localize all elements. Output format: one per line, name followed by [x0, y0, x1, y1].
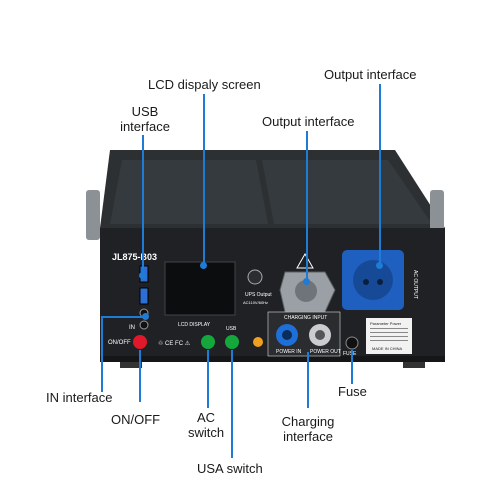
svg-text:POWER OUT: POWER OUT: [310, 349, 341, 355]
callout-usa-switch: USA switch: [197, 461, 263, 476]
callout-lcd-screen: LCD dispaly screen: [148, 77, 261, 92]
svg-text:ON/OFF: ON/OFF: [108, 340, 131, 346]
svg-text:CHARGING INPUT: CHARGING INPUT: [284, 315, 327, 321]
callout-ac-switch: AC switch: [187, 410, 225, 440]
svg-text:UPS Output: UPS Output: [245, 292, 272, 298]
callout-onoff: ON/OFF: [111, 412, 161, 427]
svg-text:Parameter Power: Parameter Power: [370, 321, 402, 326]
callout-charging-interface: Charging interface: [281, 414, 335, 444]
cert-marks: ♲ CE FC ⚠: [158, 340, 191, 347]
usa-switch-button[interactable]: [225, 335, 239, 349]
fuse-holder[interactable]: [345, 336, 359, 350]
lcd-screen: [164, 261, 236, 316]
svg-text:POWER IN: POWER IN: [276, 349, 302, 355]
right-handle: [430, 190, 444, 240]
callout-output-interface-connector: Output interface: [262, 114, 355, 129]
svg-text:MADE IN CHINA: MADE IN CHINA: [372, 346, 403, 351]
callout-output-interface-socket: Output interface: [324, 67, 417, 82]
callout-in-interface: IN interface: [46, 390, 113, 405]
svg-text:AC110V/60Hz: AC110V/60Hz: [243, 300, 268, 305]
model-label: JL875-B03: [112, 252, 157, 262]
callout-fuse: Fuse: [338, 384, 367, 399]
left-handle: [86, 190, 100, 240]
ac-switch-button[interactable]: [201, 335, 215, 349]
in-label: IN: [129, 325, 135, 331]
callout-usb-interface: USB interface: [120, 104, 170, 134]
svg-text:AC OUTPUT: AC OUTPUT: [412, 270, 418, 299]
usb-port-2[interactable]: [139, 287, 149, 305]
onoff-button[interactable]: [133, 335, 147, 349]
warning-icon: [296, 252, 314, 269]
lcd-display-label: LCD DISPLAY: [178, 322, 211, 328]
warning-dot-icon: [253, 337, 263, 347]
svg-text:USB: USB: [226, 326, 237, 332]
svg-text:FUSE: FUSE: [343, 351, 357, 357]
ups-output-socket[interactable]: [247, 269, 263, 285]
